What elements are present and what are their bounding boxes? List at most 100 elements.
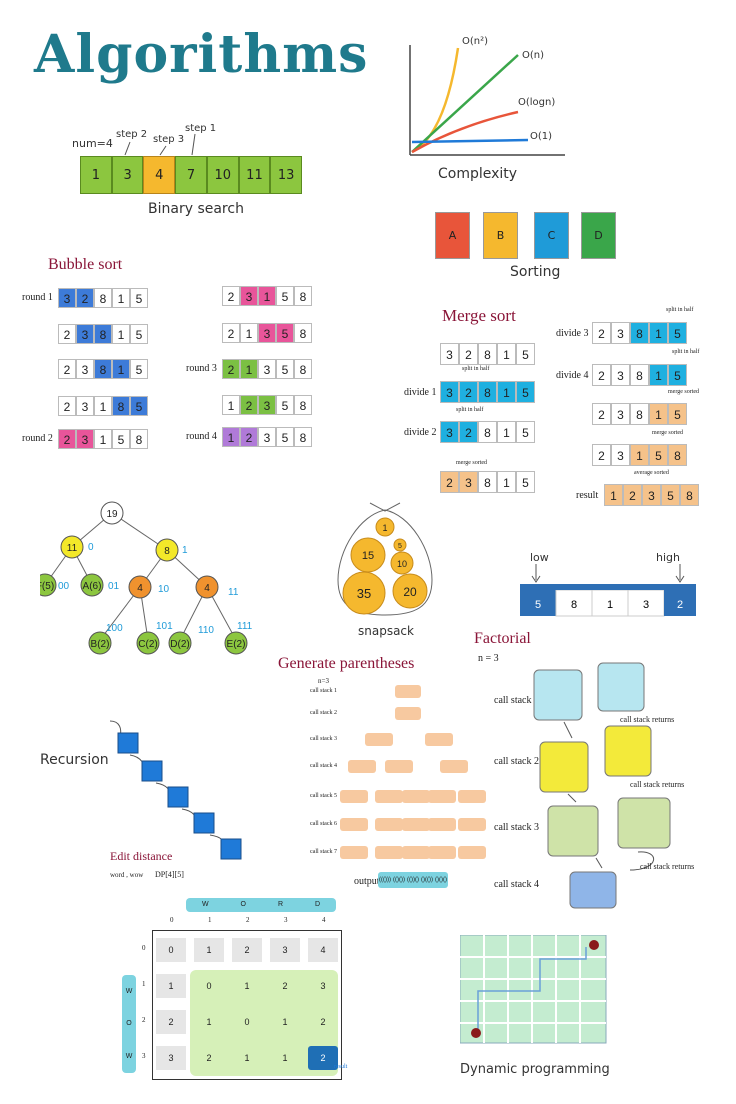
array-cell: 3 bbox=[111, 156, 144, 194]
row-letter: W bbox=[125, 1053, 133, 1061]
bubble-cell: 8 bbox=[294, 427, 312, 447]
grid-cell: 3 bbox=[156, 1046, 186, 1070]
code-label: 101 bbox=[156, 621, 173, 632]
bubble-cell: 5 bbox=[130, 324, 148, 344]
bubble-cell: 5 bbox=[130, 396, 148, 416]
row-index: 0 bbox=[142, 944, 146, 952]
merge-cell: 3 bbox=[611, 364, 630, 386]
row-letter: O bbox=[126, 1020, 132, 1028]
paren-node bbox=[402, 846, 430, 859]
bubble-cell: 3 bbox=[76, 396, 94, 416]
bubble-cell: 2 bbox=[240, 395, 258, 415]
item-label: 10 bbox=[397, 559, 407, 569]
output-item: (()()) bbox=[393, 877, 405, 883]
bubble-cell: 5 bbox=[130, 359, 148, 379]
col-index: 2 bbox=[246, 916, 250, 924]
paren-node bbox=[458, 818, 486, 831]
grid-cell: 1 bbox=[282, 1053, 288, 1063]
bubble-cell: 2 bbox=[58, 429, 76, 449]
col-index: 1 bbox=[208, 916, 212, 924]
col-index: 4 bbox=[322, 916, 326, 924]
grid-cell: 1 bbox=[244, 981, 250, 991]
bubble-cell: 2 bbox=[222, 286, 240, 306]
merge-step-label: divide 4 bbox=[556, 370, 589, 381]
bubble-cell: 8 bbox=[294, 286, 312, 306]
factorial-n: n = 3 bbox=[478, 653, 499, 664]
complexity-caption: Complexity bbox=[438, 166, 518, 182]
level-label: call stack 3 bbox=[310, 736, 337, 742]
curve-logn bbox=[411, 110, 519, 154]
bubble-sort-title: Bubble sort bbox=[48, 256, 123, 273]
tree-node bbox=[136, 631, 160, 655]
merge-cell: 5 bbox=[668, 322, 687, 344]
merge-annotation: average sorted bbox=[634, 470, 669, 476]
merge-cell: 5 bbox=[516, 471, 535, 493]
level-label: call stack 7 bbox=[310, 849, 337, 855]
qs-value: 1 bbox=[607, 599, 613, 611]
bubble-cell: 8 bbox=[94, 359, 112, 379]
merge-cell: 1 bbox=[630, 444, 649, 466]
paren-node bbox=[375, 846, 403, 859]
knapsack-caption: snapsack bbox=[358, 624, 414, 638]
level-label: call stack 2 bbox=[310, 710, 337, 716]
row-index: 1 bbox=[142, 980, 146, 988]
grid-cell: 2 bbox=[282, 981, 288, 991]
stack-label: call stack 4 bbox=[494, 879, 539, 890]
tree-node bbox=[168, 631, 192, 655]
bubble-cell: 1 bbox=[112, 324, 130, 344]
code-label: 01 bbox=[108, 581, 120, 592]
array-cell: 13 bbox=[270, 156, 303, 194]
bubble-cell: 3 bbox=[258, 359, 276, 379]
bubble-cell: 5 bbox=[276, 359, 294, 379]
merge-cell: 3 bbox=[642, 484, 661, 506]
merge-cell: 5 bbox=[668, 364, 687, 386]
bubble-cell: 1 bbox=[240, 323, 258, 343]
merge-cell: 8 bbox=[478, 381, 497, 403]
paren-node bbox=[340, 818, 368, 831]
curve-label: O(n) bbox=[522, 50, 545, 61]
qs-value: 8 bbox=[571, 599, 577, 611]
returns-label: call stack returns bbox=[620, 715, 675, 724]
merge-cell: 5 bbox=[661, 484, 680, 506]
parentheses-title: Generate parentheses bbox=[278, 655, 415, 672]
merge-cell: 2 bbox=[592, 444, 611, 466]
grid-cell: 2 bbox=[308, 1046, 338, 1070]
bubble-cell: 8 bbox=[294, 323, 312, 343]
bubble-cell: 5 bbox=[276, 323, 294, 343]
sorting-caption: Sorting bbox=[510, 264, 561, 280]
tree-node bbox=[128, 575, 152, 599]
merge-cell: 2 bbox=[459, 343, 478, 365]
bubble-cell: 3 bbox=[76, 324, 94, 344]
bubble-cell: 8 bbox=[130, 429, 148, 449]
grid-cell: 1 bbox=[244, 1053, 250, 1063]
paren-node bbox=[340, 846, 368, 859]
grid-cell: 3 bbox=[270, 938, 300, 962]
paren-node bbox=[428, 846, 456, 859]
col-letter: R bbox=[277, 901, 283, 908]
paren-node bbox=[458, 790, 486, 803]
grid-cell: 4 bbox=[308, 938, 338, 962]
grid-cell: 0 bbox=[244, 1017, 250, 1027]
item-label: 35 bbox=[357, 586, 371, 601]
row-index: 2 bbox=[142, 1016, 146, 1024]
merge-annotation: merge sorted bbox=[652, 430, 684, 436]
merge-sort-title: Merge sort bbox=[442, 306, 516, 325]
grid-frame bbox=[152, 930, 342, 1080]
grid-cell: 3 bbox=[320, 981, 326, 991]
merge-cell: 5 bbox=[516, 381, 535, 403]
merge-cell: 2 bbox=[592, 403, 611, 425]
round-label: round 1 bbox=[22, 292, 53, 303]
merge-cell: 2 bbox=[623, 484, 642, 506]
merge-annotation: merge sorted bbox=[668, 389, 700, 395]
dp-grid bbox=[460, 935, 607, 1044]
bubble-cell: 2 bbox=[58, 324, 76, 344]
row-letter: W bbox=[125, 987, 133, 995]
bubble-cell: 3 bbox=[76, 429, 94, 449]
paren-node bbox=[375, 790, 403, 803]
merge-cell: 8 bbox=[668, 444, 687, 466]
bubble-cell: 8 bbox=[94, 288, 112, 308]
code-label: 100 bbox=[106, 623, 123, 634]
array-cell: 11 bbox=[238, 156, 271, 194]
step-label: step 3 bbox=[153, 134, 185, 145]
